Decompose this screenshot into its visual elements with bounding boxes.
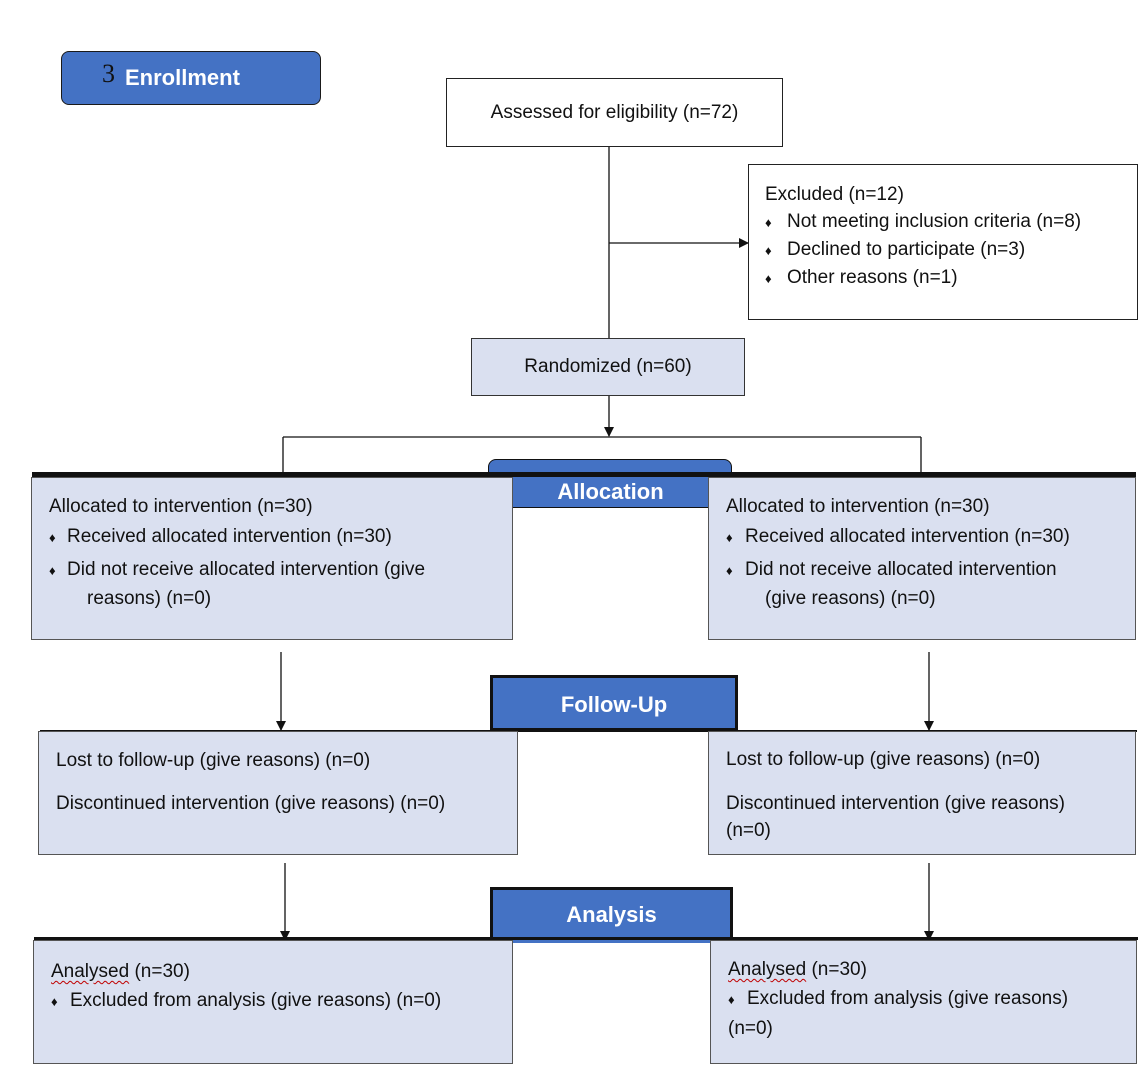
analysis-top-line	[34, 937, 1138, 940]
bullet-icon: ♦	[765, 271, 772, 286]
bullet-icon: ♦	[765, 215, 772, 230]
excluded-box: Excluded (n=12) ♦ Not meeting inclusion …	[748, 164, 1138, 320]
followup-left-line1: Lost to follow-up (give reasons) (n=0)	[56, 750, 371, 771]
excluded-item: ♦ Other reasons (n=1)	[765, 264, 1137, 292]
allocation-right-item: ♦ Received allocated intervention (n=30)	[726, 522, 1135, 553]
excluded-title: Excluded (n=12)	[765, 184, 904, 205]
allocation-left-item: ♦ Received allocated intervention (n=30)	[49, 522, 512, 553]
allocation-right-item: ♦ Did not receive allocated intervention	[726, 555, 1135, 586]
allocation-right-box: Allocated to intervention (n=30) ♦ Recei…	[708, 477, 1136, 640]
analysed-word: Analysed	[728, 959, 807, 980]
assessed-box: Assessed for eligibility (n=72)	[446, 78, 783, 147]
bullet-icon: ♦	[728, 992, 735, 1007]
randomized-text: Randomized (n=60)	[524, 356, 692, 378]
analysis-right-item: ♦ Excluded from analysis (give reasons)	[728, 984, 1136, 1014]
enrollment-label: 3 Enrollment	[61, 51, 321, 105]
bullet-icon: ♦	[51, 994, 58, 1009]
analysis-left-title: Analysed (n=30)	[51, 961, 190, 982]
allocation-left-item-cont: reasons) (n=0)	[87, 588, 212, 609]
analysis-left-box: Analysed (n=30) ♦ Excluded from analysis…	[33, 940, 513, 1064]
analysis-label-foot	[513, 940, 710, 943]
allocation-left-title: Allocated to intervention (n=30)	[49, 496, 313, 517]
analysed-word: Analysed	[51, 961, 130, 982]
excluded-item: ♦ Declined to participate (n=3)	[765, 236, 1137, 264]
allocation-right-title: Allocated to intervention (n=30)	[726, 496, 990, 517]
allocation-rule	[32, 472, 1136, 477]
allocation-label: Allocation	[513, 477, 708, 508]
bullet-icon: ♦	[49, 563, 56, 578]
followup-left-box: Lost to follow-up (give reasons) (n=0) D…	[38, 731, 518, 855]
allocation-left-box: Allocated to intervention (n=30) ♦ Recei…	[31, 477, 513, 640]
followup-right-line2a: Discontinued intervention (give reasons)	[726, 793, 1066, 814]
followup-right-line2b: (n=0)	[726, 820, 771, 841]
assessed-text: Assessed for eligibility (n=72)	[490, 101, 739, 123]
allocation-right-item-cont: (give reasons) (n=0)	[765, 588, 936, 609]
enrollment-text: Enrollment	[125, 65, 240, 90]
analysis-right-item-cont: (n=0)	[728, 1018, 773, 1039]
excluded-item: ♦ Not meeting inclusion criteria (n=8)	[765, 208, 1137, 236]
followup-right-line1: Lost to follow-up (give reasons) (n=0)	[726, 749, 1041, 770]
followup-right-box: Lost to follow-up (give reasons) (n=0) D…	[708, 731, 1136, 855]
analysis-right-title: Analysed (n=30)	[728, 959, 867, 980]
followup-left-line2: Discontinued intervention (give reasons)…	[56, 793, 446, 814]
bullet-icon: ♦	[49, 530, 56, 545]
enrollment-number: 3	[102, 59, 115, 88]
analysis-left-item: ♦ Excluded from analysis (give reasons) …	[51, 986, 512, 1016]
bullet-icon: ♦	[726, 530, 733, 545]
randomized-box: Randomized (n=60)	[471, 338, 745, 396]
analysis-right-box: Analysed (n=30) ♦ Excluded from analysis…	[710, 940, 1137, 1064]
followup-top-line	[40, 730, 1137, 732]
analysis-label: Analysis	[490, 887, 733, 939]
allocation-left-item: ♦ Did not receive allocated intervention…	[49, 555, 512, 586]
followup-label: Follow-Up	[490, 675, 738, 731]
bullet-icon: ♦	[726, 563, 733, 578]
followup-rule	[490, 728, 738, 731]
bullet-icon: ♦	[765, 243, 772, 258]
